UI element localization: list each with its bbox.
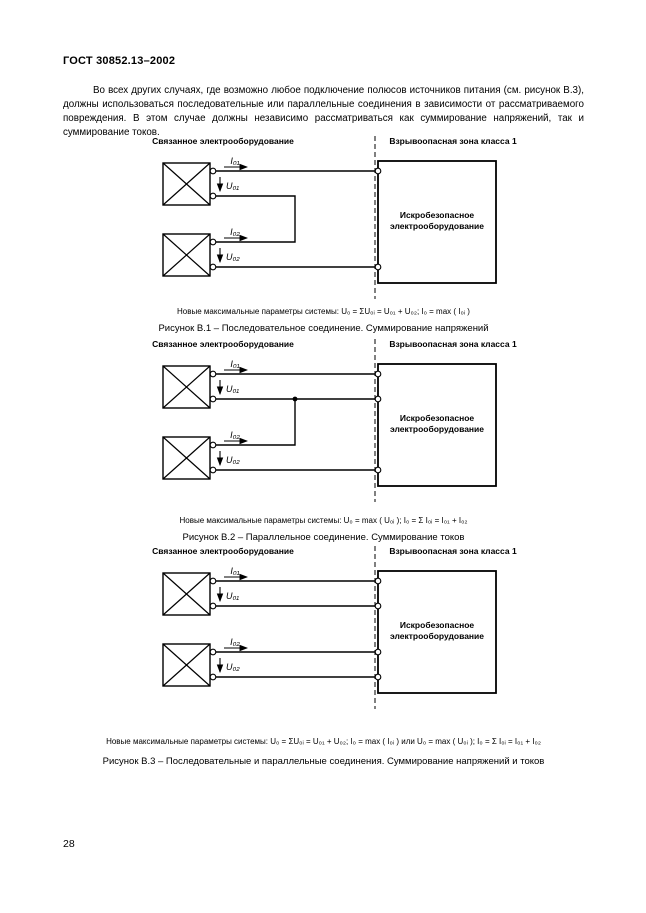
zone-label-right: Взрывоопасная зона класса 1 bbox=[389, 136, 517, 146]
voltage-label-1: U₀₁ bbox=[226, 181, 239, 191]
power-source-1-symbol bbox=[162, 365, 217, 409]
power-source-2-symbol bbox=[162, 436, 217, 480]
junction-dot bbox=[292, 396, 298, 402]
current-label-2: I₀₂ bbox=[230, 227, 240, 237]
equipment-label-line2: электрооборудование bbox=[390, 631, 484, 641]
system-parameters-formula-b2: Новые максимальные параметры системы: U₀… bbox=[179, 516, 468, 525]
source-1-parameters: I₀₁ U₀₁ bbox=[216, 566, 249, 603]
current-label-1: I₀₁ bbox=[230, 359, 239, 369]
terminal bbox=[209, 648, 217, 656]
figure-caption-b1: Рисунок В.1 – Последовательное соединени… bbox=[158, 323, 489, 334]
terminal bbox=[209, 602, 217, 610]
power-source-1-symbol bbox=[162, 572, 217, 616]
terminal bbox=[374, 263, 382, 271]
voltage-label-1: U₀₁ bbox=[226, 384, 239, 394]
current-label-1: I₀₁ bbox=[230, 566, 239, 576]
wiring-any-connection bbox=[216, 580, 375, 678]
terminal bbox=[209, 192, 217, 200]
terminal bbox=[374, 395, 382, 403]
terminal bbox=[374, 577, 382, 585]
circuit-diagram-b3: Связанное электрооборудование Взрывоопас… bbox=[152, 546, 517, 709]
body-paragraph: Во всех других случаях, где возможно люб… bbox=[63, 85, 584, 138]
voltage-label-2: U₀₂ bbox=[226, 455, 240, 465]
terminal bbox=[209, 466, 217, 474]
terminal bbox=[374, 466, 382, 474]
equipment-label-line1: Искробезопасное bbox=[400, 210, 475, 220]
figure-caption-b2: Рисунок В.2 – Параллельное соединение. С… bbox=[182, 532, 465, 543]
power-source-2-symbol bbox=[162, 233, 217, 277]
power-source-1-symbol bbox=[162, 162, 217, 206]
source-2-parameters: I₀₂ U₀₂ bbox=[216, 430, 249, 467]
terminal bbox=[209, 238, 217, 246]
zone-label-left: Связанное электрооборудование bbox=[152, 136, 294, 146]
page-number: 28 bbox=[63, 838, 75, 850]
terminal bbox=[374, 370, 382, 378]
current-label-1: I₀₁ bbox=[230, 156, 239, 166]
zone-label-right: Взрывоопасная зона класса 1 bbox=[389, 339, 517, 349]
equipment-label-line2: электрооборудование bbox=[390, 221, 484, 231]
equipment-label-line2: электрооборудование bbox=[390, 424, 484, 434]
source-2-parameters: I₀₂ U₀₂ bbox=[216, 227, 249, 264]
zone-label-right: Взрывоопасная зона класса 1 bbox=[389, 546, 517, 556]
equipment-label-line1: Искробезопасное bbox=[400, 413, 475, 423]
terminal bbox=[374, 673, 382, 681]
terminal bbox=[374, 167, 382, 175]
terminal bbox=[209, 441, 217, 449]
source-1-parameters: I₀₁ U₀₁ bbox=[216, 156, 249, 193]
current-label-2: I₀₂ bbox=[230, 637, 240, 647]
standard-number-header: ГОСТ 30852.13–2002 bbox=[63, 55, 176, 67]
figure-b1: Связанное электрооборудование Взрывоопас… bbox=[63, 133, 584, 334]
terminal bbox=[209, 167, 217, 175]
equipment-label-line1: Искробезопасное bbox=[400, 620, 475, 630]
current-label-2: I₀₂ bbox=[230, 430, 240, 440]
terminal bbox=[209, 370, 217, 378]
terminal bbox=[209, 577, 217, 585]
terminal bbox=[374, 602, 382, 610]
voltage-label-2: U₀₂ bbox=[226, 662, 240, 672]
system-parameters-formula-b1: Новые максимальные параметры системы: U₀… bbox=[177, 307, 470, 316]
circuit-diagram-b2: Связанное электрооборудование Взрывоопас… bbox=[152, 339, 517, 502]
circuit-diagram-b1: Связанное электрооборудование Взрывоопас… bbox=[152, 136, 517, 299]
zone-label-left: Связанное электрооборудование bbox=[152, 339, 294, 349]
wiring-series bbox=[216, 170, 375, 268]
figure-caption-b3: Рисунок В.3 – Последовательные и паралле… bbox=[102, 756, 545, 767]
wiring-parallel bbox=[216, 373, 375, 471]
source-1-parameters: I₀₁ U₀₁ bbox=[216, 359, 249, 396]
voltage-label-2: U₀₂ bbox=[226, 252, 240, 262]
power-source-2-symbol bbox=[162, 643, 217, 687]
system-parameters-formula-b3: Новые максимальные параметры системы: U₀… bbox=[106, 737, 541, 746]
intrinsically-safe-equipment: Искробезопасное электрооборудование bbox=[374, 160, 497, 284]
terminal bbox=[374, 648, 382, 656]
voltage-label-1: U₀₁ bbox=[226, 591, 239, 601]
intrinsically-safe-equipment: Искробезопасное электрооборудование bbox=[374, 363, 497, 487]
zone-label-left: Связанное электрооборудование bbox=[152, 546, 294, 556]
terminal bbox=[209, 395, 217, 403]
terminal bbox=[209, 263, 217, 271]
figure-b3: Связанное электрооборудование Взрывоопас… bbox=[63, 543, 584, 767]
terminal bbox=[209, 673, 217, 681]
source-2-parameters: I₀₂ U₀₂ bbox=[216, 637, 249, 674]
intrinsically-safe-equipment: Искробезопасное электрооборудование bbox=[374, 570, 497, 694]
figure-b2: Связанное электрооборудование Взрывоопас… bbox=[63, 336, 584, 543]
